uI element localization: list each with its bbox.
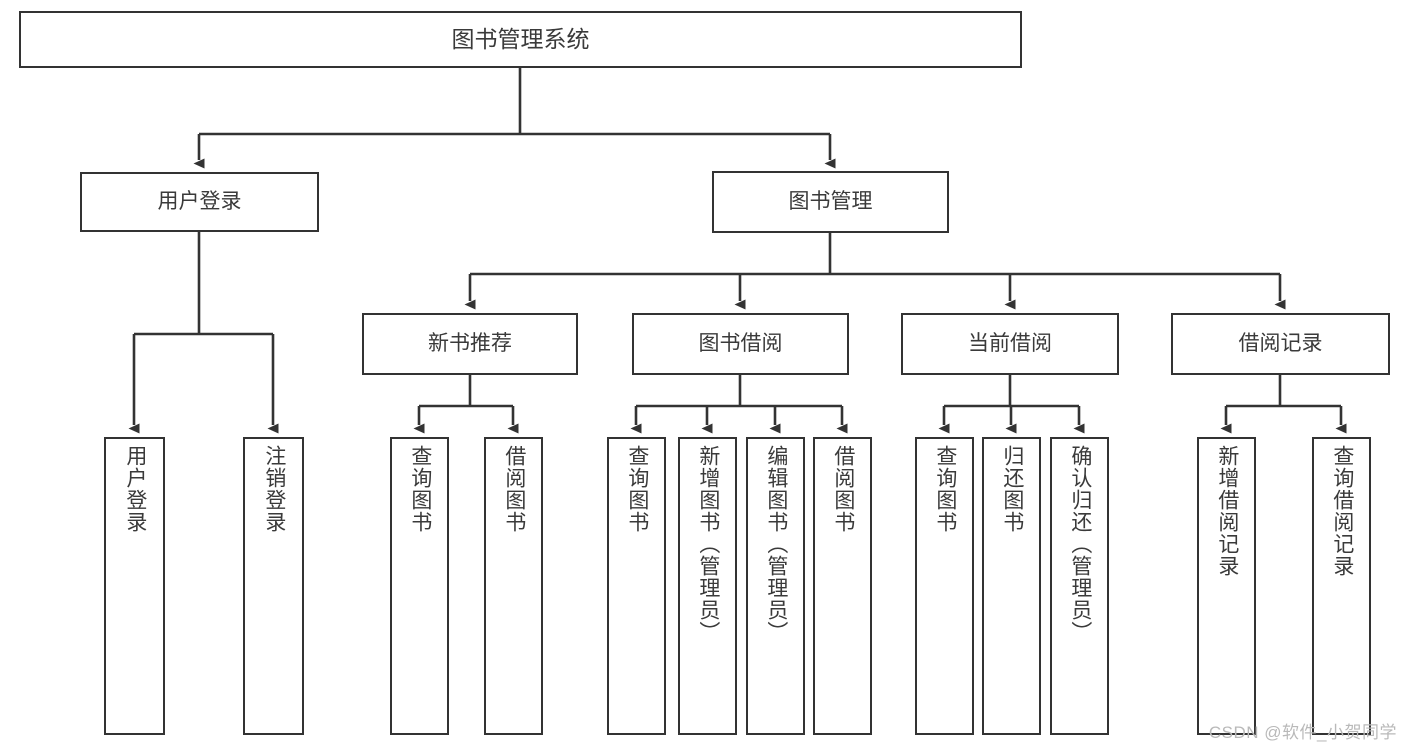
leaf-query-book-current[interactable]: 查询图书 [915, 437, 974, 735]
node-label: 归还图书 [1000, 445, 1024, 533]
leaf-edit-book[interactable]: 编辑图书（管理员） [746, 437, 805, 735]
leaf-query-borrow-record[interactable]: 查询借阅记录 [1312, 437, 1371, 735]
leaf-logout-login[interactable]: 注销登录 [243, 437, 304, 735]
node-new-book-recommend[interactable]: 新书推荐 [362, 313, 578, 375]
node-book-borrow[interactable]: 图书借阅 [632, 313, 849, 375]
node-label: 图书管理系统 [451, 25, 590, 52]
node-label: 查询图书 [933, 445, 957, 533]
leaf-confirm-return[interactable]: 确认归还（管理员） [1050, 437, 1109, 735]
leaf-borrow-book[interactable]: 借阅图书 [813, 437, 872, 735]
leaf-query-book-recommend[interactable]: 查询图书 [390, 437, 449, 735]
leaf-user-login[interactable]: 用户登录 [104, 437, 165, 735]
node-label: 当前借阅 [968, 332, 1052, 356]
node-book-manage[interactable]: 图书管理 [712, 171, 949, 233]
node-label: 借阅图书 [502, 445, 526, 533]
node-label: 查询图书 [408, 445, 432, 533]
node-root-system[interactable]: 图书管理系统 [19, 11, 1022, 68]
node-current-borrow[interactable]: 当前借阅 [901, 313, 1119, 375]
node-label: 借阅记录 [1238, 332, 1323, 356]
leaf-borrow-book-recommend[interactable]: 借阅图书 [484, 437, 543, 735]
node-label: 查询借阅记录 [1330, 445, 1354, 577]
node-label: 新书推荐 [428, 332, 512, 356]
leaf-add-book[interactable]: 新增图书（管理员） [678, 437, 737, 735]
node-label: 借阅图书 [831, 445, 855, 533]
node-label: 新增图书（管理员） [696, 445, 720, 643]
node-label: 注销登录 [262, 445, 286, 533]
node-label: 图书管理 [788, 190, 873, 214]
node-label: 图书借阅 [698, 332, 783, 356]
node-label: 确认归还（管理员） [1068, 445, 1092, 643]
node-label: 查询图书 [625, 445, 649, 533]
leaf-return-book[interactable]: 归还图书 [982, 437, 1041, 735]
node-borrow-record[interactable]: 借阅记录 [1171, 313, 1390, 375]
node-label: 编辑图书（管理员） [764, 445, 788, 643]
node-label: 用户登录 [157, 190, 242, 214]
node-user-login[interactable]: 用户登录 [80, 172, 319, 232]
node-label: 用户登录 [123, 445, 147, 533]
watermark-text: CSDN @软件_小贺同学 [1208, 723, 1397, 742]
node-label: 新增借阅记录 [1215, 445, 1239, 577]
leaf-add-borrow-record[interactable]: 新增借阅记录 [1197, 437, 1256, 735]
leaf-query-book-borrow[interactable]: 查询图书 [607, 437, 666, 735]
